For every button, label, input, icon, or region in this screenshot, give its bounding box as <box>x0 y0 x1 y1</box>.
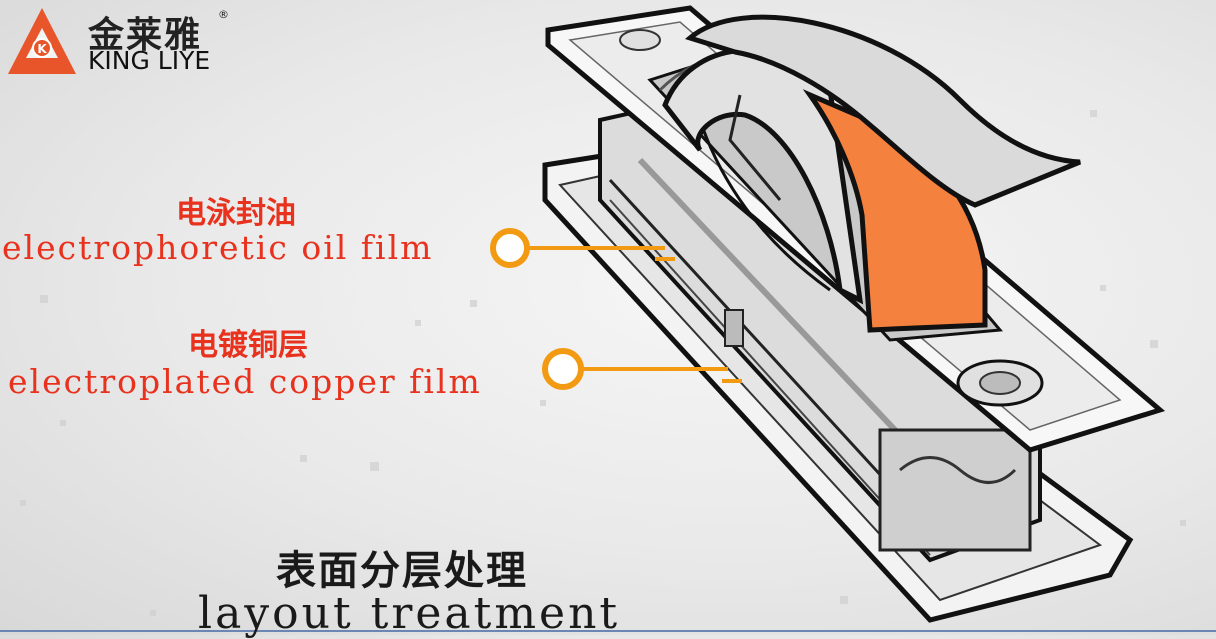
oil-film-layer <box>684 14 1081 208</box>
registered-mark: ® <box>218 8 229 21</box>
callout-copper-film <box>542 348 742 390</box>
handle-body <box>598 97 1042 563</box>
brand-name-cn: 金莱雅 <box>88 15 203 56</box>
background-speckles <box>20 110 1186 616</box>
brand-name-en: KING LIYE <box>88 46 211 75</box>
oil-film-label-cn: 电泳封油 <box>176 196 296 231</box>
title-en: layout treatment <box>198 588 621 639</box>
oil-film-label-en: electrophoretic oil film <box>2 228 434 267</box>
copper-film-label-en: electroplated copper film <box>8 362 482 401</box>
brand-emblem-letter: K <box>37 42 47 56</box>
brand-emblem-icon: K <box>8 8 76 74</box>
callout-oil-film <box>490 228 675 268</box>
copper-film-label-cn: 电镀铜层 <box>188 328 308 363</box>
brand-logo: K 金莱雅 ® KING LIYE <box>6 6 231 78</box>
title-cn: 表面分层处理 <box>276 548 528 594</box>
